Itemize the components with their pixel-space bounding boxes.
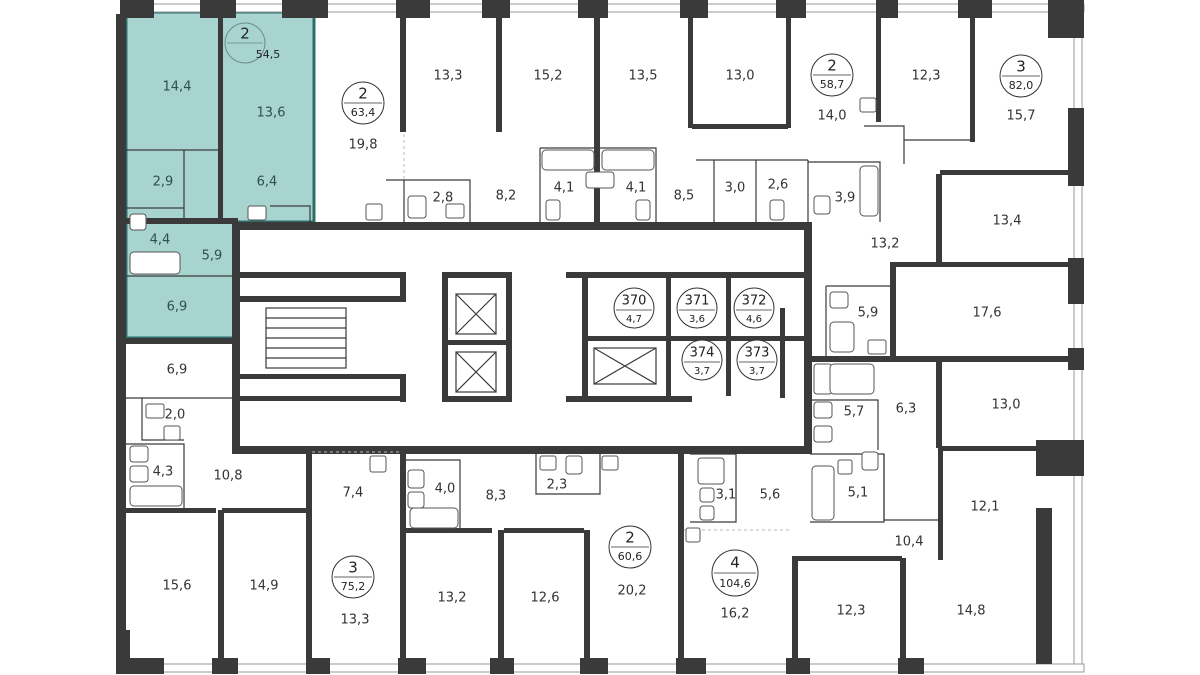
room-area-label: 13,5 (629, 69, 658, 84)
storage-number: 371 (685, 294, 710, 309)
room-area-label: 6,9 (167, 300, 188, 315)
room-area-label: 3,9 (835, 191, 856, 206)
room-area-label: 5,1 (848, 486, 869, 501)
apartment-badge[interactable]: 2 60,6 (608, 525, 652, 569)
room-area-label: 13,3 (434, 69, 463, 84)
room-area-label: 12,3 (912, 69, 941, 84)
room-area-label: 2,8 (433, 191, 454, 206)
room-area-label: 5,7 (844, 405, 865, 420)
room-area-label: 14,8 (957, 604, 986, 619)
room-area-label: 13,6 (257, 106, 286, 121)
room-area-label: 3,1 (716, 488, 737, 503)
apartment-room-count: 2 (358, 85, 368, 103)
apartment-badge[interactable]: 2 63,4 (341, 81, 385, 125)
room-area-label: 2,9 (153, 175, 174, 190)
storage-number: 374 (690, 346, 715, 361)
room-area-label: 4,0 (435, 482, 456, 497)
apartment-badges: 2 54,5 2 63,4 2 58,7 3 82,0 3 75,2 (224, 22, 1043, 599)
storage-area: 4,7 (626, 314, 642, 325)
storage-number: 373 (745, 346, 770, 361)
room-area-label: 4,1 (626, 181, 647, 196)
apartment-area: 104,6 (719, 577, 751, 590)
apartment-badge[interactable]: 3 75,2 (331, 555, 375, 599)
room-area-label: 5,9 (858, 306, 879, 321)
room-area-label: 13,0 (992, 398, 1021, 413)
apartment-area: 63,4 (351, 106, 376, 119)
apartment-room-count: 3 (348, 559, 358, 577)
storage-badge[interactable]: 371 3,6 (676, 287, 718, 329)
inner-walls (126, 12, 1074, 664)
room-area-label: 6,4 (257, 175, 278, 190)
fixtures (129, 97, 887, 543)
apartment-area: 58,7 (820, 78, 845, 91)
room-area-label: 4,3 (153, 465, 174, 480)
room-area-label: 8,2 (496, 189, 517, 204)
room-area-label: 8,5 (674, 189, 695, 204)
zone-lines (312, 134, 792, 531)
storage-area: 3,6 (689, 314, 705, 325)
room-area-label: 15,6 (163, 579, 192, 594)
partitions (126, 125, 970, 530)
room-area-label: 2,6 (768, 178, 789, 193)
storage-number: 372 (742, 294, 767, 309)
room-area-label: 15,2 (534, 69, 563, 84)
room-area-label: 12,6 (531, 591, 560, 606)
room-area-label: 4,1 (554, 181, 575, 196)
room-area-label: 13,2 (871, 237, 900, 252)
room-area-label: 5,9 (202, 249, 223, 264)
room-area-label: 12,1 (971, 500, 1000, 515)
storage-area: 3,7 (694, 366, 710, 377)
apartment-room-count: 2 (240, 25, 250, 43)
room-area-label: 2,3 (547, 478, 568, 493)
apartment-room-count: 3 (1016, 58, 1026, 76)
room-area-label: 13,0 (726, 69, 755, 84)
apartment-area: 60,6 (618, 550, 643, 563)
room-area-label: 16,2 (721, 607, 750, 622)
room-area-label: 13,2 (438, 591, 467, 606)
room-area-label: 17,6 (973, 306, 1002, 321)
elevators (455, 293, 657, 393)
storage-badges: 370 4,7 371 3,6 372 4,6 374 3,7 373 3,7 (613, 287, 778, 381)
storage-badge[interactable]: 372 4,6 (733, 287, 775, 329)
room-area-label: 7,4 (343, 486, 364, 501)
apartment-room-count: 2 (827, 57, 837, 75)
room-area-label: 4,4 (150, 233, 171, 248)
room-area-label: 10,4 (895, 535, 924, 550)
room-area-label: 14,0 (818, 109, 847, 124)
room-area-label: 14,9 (250, 579, 279, 594)
stairwell (265, 307, 347, 369)
room-area-label: 19,8 (349, 138, 378, 153)
room-area-label: 2,0 (165, 408, 186, 423)
room-area-label: 15,7 (1007, 109, 1036, 124)
apartment-badge[interactable]: 4 104,6 (711, 549, 759, 597)
room-area-label: 6,9 (167, 363, 188, 378)
room-area-label: 13,3 (341, 613, 370, 628)
apartment-badge[interactable]: 3 82,0 (999, 54, 1043, 98)
storage-badge[interactable]: 370 4,7 (613, 287, 655, 329)
room-area-label: 13,4 (993, 214, 1022, 229)
storage-number: 370 (622, 294, 647, 309)
storage-area: 3,7 (749, 366, 765, 377)
storage-badge[interactable]: 374 3,7 (681, 339, 723, 381)
room-area-label: 3,0 (725, 181, 746, 196)
apartment-badge[interactable]: 2 58,7 (810, 53, 854, 97)
apartment-badge[interactable]: 2 54,5 (224, 22, 281, 64)
room-area-label: 12,3 (837, 604, 866, 619)
apartment-area: 54,5 (256, 48, 281, 61)
room-area-label: 5,6 (760, 488, 781, 503)
apartment-area: 82,0 (1009, 79, 1034, 92)
apartment-area: 75,2 (341, 580, 366, 593)
storage-area: 4,6 (746, 314, 762, 325)
room-area-label: 6,3 (896, 402, 917, 417)
storage-badge[interactable]: 373 3,7 (736, 339, 778, 381)
room-area-label: 14,4 (163, 80, 192, 95)
apartment-room-count: 4 (730, 554, 740, 572)
apartment-room-count: 2 (625, 529, 635, 547)
room-area-label: 8,3 (486, 489, 507, 504)
room-labels: 14,4 13,6 2,9 6,4 4,4 5,9 6,9 19,8 13,3 … (150, 69, 1036, 628)
room-area-label: 10,8 (214, 469, 243, 484)
room-area-label: 20,2 (618, 584, 647, 599)
